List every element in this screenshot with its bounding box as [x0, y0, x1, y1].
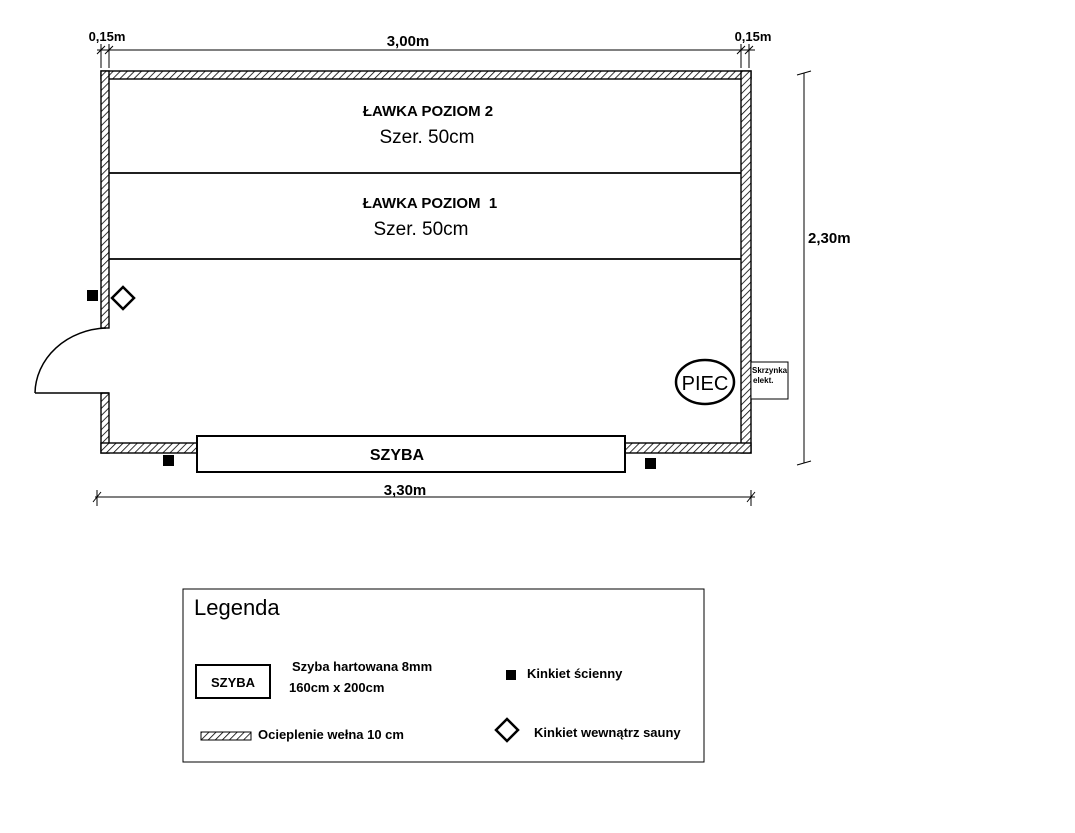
legend-title: Legenda — [194, 595, 280, 620]
dim-height: 2,30m — [808, 230, 851, 247]
electrical-box: Skrzynka elekt. — [750, 361, 789, 400]
stove: PIEC — [674, 358, 736, 406]
door — [34, 327, 109, 394]
legend-insulation-symbol — [200, 731, 252, 741]
wall-light-icon — [163, 455, 174, 466]
bench-level2-title: ŁAWKA POZIOM 2 — [363, 103, 493, 120]
legend-inside-light-icon — [494, 717, 520, 743]
bench-level1-title: ŁAWKA POZIOM 1 — [363, 195, 497, 212]
benches: ŁAWKA POZIOM 2 Szer. 50cm ŁAWKA POZIOM 1… — [109, 103, 741, 260]
dim-total-width: 3,30m — [384, 482, 427, 499]
electrical-box-label-line1: Skrzynka — [752, 366, 788, 375]
legend: Legenda SZYBA Szyba hartowana 8mm 160cm … — [182, 588, 705, 763]
glass-label: SZYBA — [370, 447, 425, 464]
legend-inside-light-desc: Kinkiet wewnątrz sauny — [534, 725, 681, 740]
glass-window: SZYBA — [196, 435, 626, 473]
dim-interior-width: 3,00m — [387, 33, 430, 50]
legend-glass-symbol-label: SZYBA — [211, 675, 256, 690]
bottom-dimension: 3,30m — [92, 482, 756, 506]
wall-light-icon — [645, 458, 656, 469]
dim-wall-right: 0,15m — [735, 29, 772, 44]
legend-glass-desc-1: Szyba hartowana 8mm — [292, 659, 432, 674]
bench-level2-width: Szer. 50cm — [379, 127, 474, 148]
legend-glass-symbol — [195, 664, 271, 699]
legend-insulation-desc: Ocieplenie wełna 10 cm — [258, 727, 404, 742]
dim-wall-left: 0,15m — [89, 29, 126, 44]
legend-glass-desc-2: 160cm x 200cm — [289, 680, 384, 695]
insulated-walls — [100, 70, 752, 454]
wall-light-icon — [87, 290, 98, 301]
electrical-box-label-line2: elekt. — [753, 376, 773, 385]
stove-label: PIEC — [682, 373, 729, 395]
right-dimension: 2,30m — [796, 70, 851, 466]
bench-level1-width: Szer. 50cm — [373, 219, 468, 240]
legend-wall-light-icon — [506, 670, 516, 680]
top-dimension: 0,15m 3,00m 0,15m — [89, 29, 772, 68]
legend-wall-light-desc: Kinkiet ścienny — [527, 666, 623, 681]
inside-light-icon — [110, 285, 136, 311]
